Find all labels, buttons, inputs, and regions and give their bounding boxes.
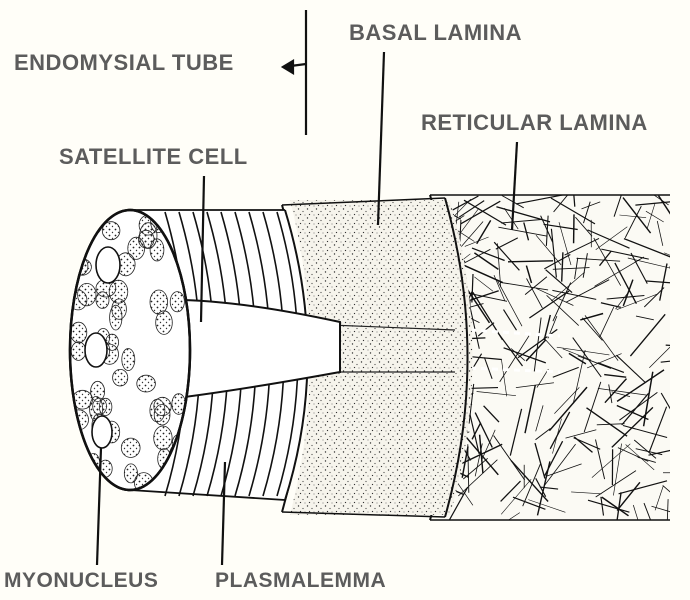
label-myonucleus: MYONUCLEUS (4, 570, 158, 591)
fiber-cross-section (69, 206, 190, 493)
label-satellite-cell: SATELLITE CELL (59, 146, 248, 168)
endomysial-arrowhead (283, 61, 293, 73)
label-reticular-lamina: RETICULAR LAMINA (421, 112, 648, 134)
label-basal-lamina: BASAL LAMINA (349, 22, 522, 44)
label-plasmalemma: PLASMALEMMA (215, 570, 386, 591)
label-endomysial-tube: ENDOMYSIAL TUBE (14, 52, 234, 74)
basal-lamina-leader (378, 52, 384, 225)
